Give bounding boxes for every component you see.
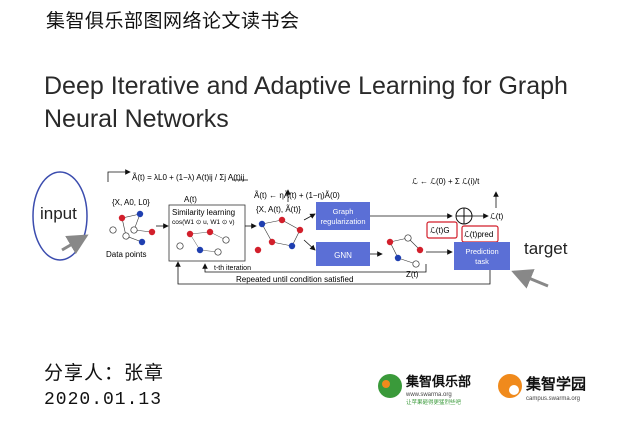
- mid-graph: [254, 216, 304, 254]
- campus-url: campus.swarma.org: [526, 396, 580, 402]
- club-logo-icon: [378, 374, 402, 398]
- slide-title: Deep Iterative and Adaptive Learning for…: [44, 70, 614, 136]
- input-annotation-label: input: [40, 204, 77, 223]
- framework-diagram: input Ã(t) = λL0 + (1−λ) A(t)ij / Σj A(t…: [32, 169, 568, 289]
- campus-logo-icon: [498, 374, 522, 398]
- title-line-1: Deep Iterative and Adaptive Learning for…: [44, 72, 568, 100]
- prediction-label-2: task: [475, 257, 489, 266]
- club-slogan: 让苹果砸得更猛烈些吧: [406, 398, 462, 406]
- title-line-2: Neural Networks: [44, 105, 229, 133]
- sim-a-label: A(t): [184, 195, 197, 204]
- z-label: Z(t): [406, 270, 419, 279]
- mid-to-reg-arrow: [303, 213, 316, 221]
- gnn-label: GNN: [334, 251, 352, 260]
- loss-out: ℒ(t): [490, 212, 504, 221]
- mid-set: {X, A(t), Ã(t)}: [256, 205, 301, 214]
- target-annotation-label: target: [524, 239, 568, 258]
- presenter-label: 分享人：张章: [44, 362, 165, 384]
- gnn-box: [316, 242, 370, 266]
- date-label: 2020.01.13: [44, 390, 163, 410]
- sim-formula: cos(W1 ⊙ u, W1 ⊙ v): [172, 219, 235, 226]
- prediction-task-box: [454, 242, 510, 270]
- iter-label: t-th iteration: [214, 265, 251, 272]
- graph-reg-label-2: regularization: [320, 217, 365, 226]
- swarma-campus-logo: 集智学园 campus.swarma.org: [498, 374, 586, 402]
- logos-area: 集智俱乐部 www.swarma.org 让苹果砸得更猛烈些吧 集智学园 cam…: [378, 374, 586, 406]
- club-url: www.swarma.org: [405, 392, 452, 398]
- swarma-club-logo: 集智俱乐部 www.swarma.org 让苹果砸得更猛烈些吧: [378, 374, 471, 406]
- campus-name: 集智学园: [525, 375, 586, 393]
- formula-top: Ã(t) = λL0 + (1−λ) A(t)ij / Σj A(t)ij: [132, 173, 245, 182]
- graph-reg-label-1: Graph: [333, 207, 354, 216]
- iteration-loop-arrow: [202, 263, 427, 273]
- output-graph: [386, 234, 424, 268]
- input-graph: [109, 210, 156, 246]
- sim-graph: [176, 228, 230, 256]
- mid-to-gnn-arrow: [303, 239, 316, 251]
- slide-header: 集智俱乐部图网络论文读书会: [46, 10, 300, 32]
- input-caption: Data points: [106, 250, 146, 259]
- prediction-label-1: Prediction: [465, 247, 498, 256]
- loss-g-highlight: [426, 221, 458, 239]
- loss-pred: ℒ(t)pred: [464, 230, 493, 239]
- formula-top-arrow: [107, 169, 131, 182]
- sim-title: Similarity learning: [172, 208, 235, 217]
- repeat-label: Repeated until condition satisfied: [236, 275, 353, 284]
- input-arrow-annotation: [61, 234, 89, 255]
- formula-loss: ℒ ← ℒ(0) + Σ ℒ(i)/t: [412, 177, 480, 186]
- input-set: {X, A0, L0}: [112, 198, 150, 207]
- repeat-loop-arrow: [175, 261, 491, 285]
- club-name: 集智俱乐部: [405, 374, 471, 390]
- input-circle-annotation: [32, 171, 88, 261]
- loss-g: ℒ(t)G: [430, 226, 450, 235]
- graph-regularization-box: [316, 202, 370, 230]
- target-arrow-annotation: [511, 269, 549, 289]
- formula-update: Ã(t) ← ηÃ(t) + (1−η)Ã(0): [254, 191, 340, 200]
